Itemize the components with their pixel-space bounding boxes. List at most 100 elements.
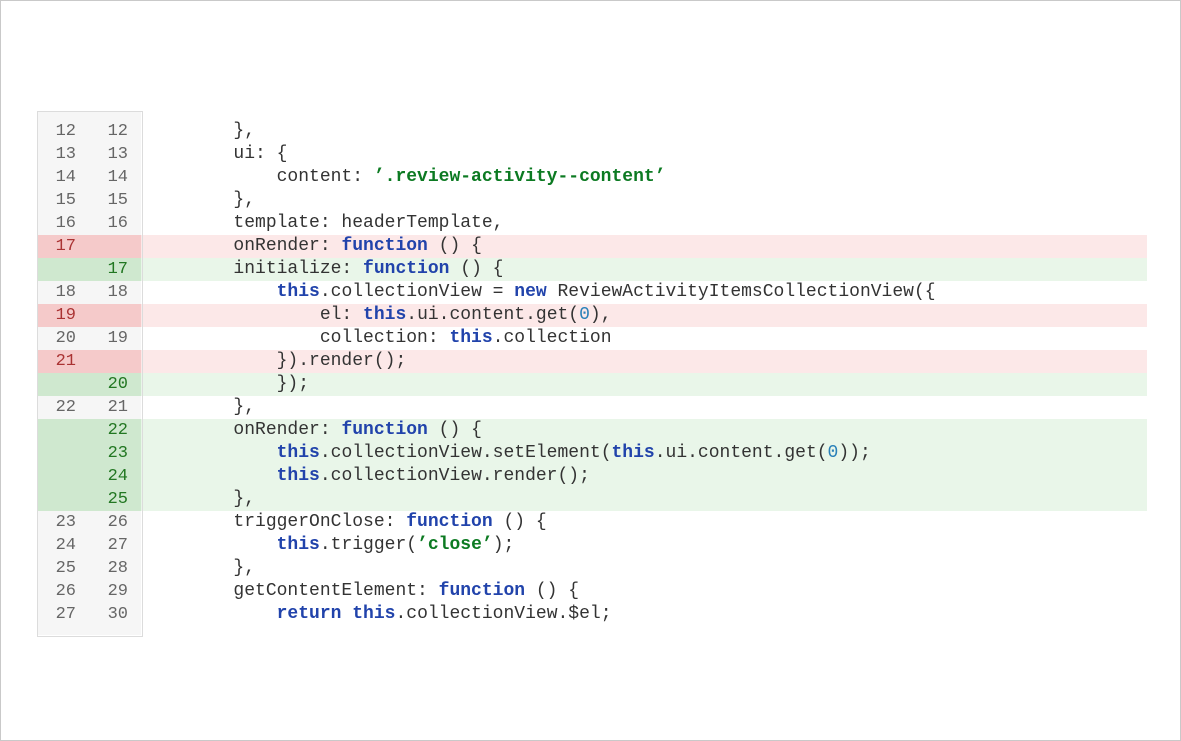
- diff-row-added: 25 },: [37, 488, 1147, 511]
- code-text: },: [147, 489, 256, 509]
- new-line-number: [89, 235, 141, 258]
- keyword-token: this: [449, 328, 493, 348]
- code-line: });: [141, 373, 1147, 396]
- code-text: },: [147, 558, 256, 578]
- keyword-token: this: [276, 466, 320, 486]
- code-text: () {: [427, 420, 482, 440]
- old-line-number: 27: [55, 605, 76, 624]
- code-line: el: this.ui.content.get(0),: [141, 304, 1147, 327]
- code-text: }).render();: [147, 351, 407, 371]
- diff-row-removed: 19 el: this.ui.content.get(0),: [37, 304, 1147, 327]
- old-line-number: [37, 465, 89, 488]
- code-text: ),: [589, 305, 612, 325]
- new-line-number: 13: [107, 145, 128, 164]
- keyword-token: function: [341, 420, 428, 440]
- old-line-number: 13: [55, 145, 76, 164]
- code-text: ReviewActivityItemsCollectionView({: [546, 282, 936, 302]
- code-line: onRender: function () {: [141, 419, 1147, 442]
- string-token: ’.review-activity--content’: [373, 167, 666, 187]
- code-text: [341, 604, 352, 624]
- code-line: this.collectionView.setElement(this.ui.c…: [141, 442, 1147, 465]
- new-line-number: 23: [89, 442, 141, 465]
- new-line-number: [89, 304, 141, 327]
- code-text: getContentElement:: [147, 581, 439, 601]
- code-text: [147, 282, 277, 302]
- number-token: 0: [579, 305, 590, 325]
- code-line: collection: this.collection: [141, 327, 1147, 350]
- old-line-number: 12: [55, 122, 76, 141]
- diff-row-added: 23 this.collectionView.setElement(this.u…: [37, 442, 1147, 465]
- number-token: 0: [827, 443, 839, 463]
- old-line-number: 22: [55, 398, 76, 417]
- code-text: ui: {: [147, 144, 288, 164]
- new-line-number: 27: [107, 536, 128, 555]
- new-line-number: [89, 350, 141, 373]
- new-line-number: 29: [107, 582, 128, 601]
- diff-row-removed: 21 }).render();: [37, 350, 1147, 373]
- old-line-number: [37, 373, 89, 396]
- old-line-number: 25: [55, 559, 76, 578]
- code-text: .trigger(: [319, 535, 418, 555]
- code-line: this.trigger(’close’);: [141, 534, 1147, 557]
- code-text: },: [147, 121, 256, 141]
- new-line-number: 28: [107, 559, 128, 578]
- diff-row-context: 25 28 },: [37, 557, 1147, 580]
- code-text: () {: [449, 259, 504, 279]
- code-text: onRender:: [147, 236, 342, 256]
- code-text: },: [147, 190, 256, 210]
- code-text: .collectionView.setElement(: [319, 443, 612, 463]
- new-line-number: 14: [107, 168, 128, 187]
- code-text: onRender:: [147, 420, 342, 440]
- diff-row-context: 23 26 triggerOnClose: function () {: [37, 511, 1147, 534]
- code-line: content: ’.review-activity--content’: [141, 166, 1147, 189]
- old-line-number: 16: [55, 214, 76, 233]
- code-text: () {: [492, 512, 547, 532]
- code-line: },: [141, 396, 1147, 419]
- diff-row-added: 24 this.collectionView.render();: [37, 465, 1147, 488]
- code-line: this.collectionView.render();: [141, 465, 1147, 488]
- keyword-token: this: [363, 305, 407, 325]
- code-text: el:: [147, 305, 364, 325]
- code-text: );: [492, 535, 515, 555]
- keyword-token: function: [438, 581, 526, 601]
- code-line: ui: {: [141, 143, 1147, 166]
- keyword-token: function: [341, 236, 428, 256]
- old-line-number: [37, 442, 89, 465]
- code-text: .collection: [492, 328, 612, 348]
- code-text: },: [147, 397, 256, 417]
- old-line-number: 17: [37, 235, 89, 258]
- code-text: .collectionView.$el;: [395, 604, 612, 624]
- code-text: .ui.content.get(: [654, 443, 828, 463]
- code-text: .collectionView =: [319, 282, 515, 302]
- keyword-token: this: [611, 443, 655, 463]
- new-line-number: 15: [107, 191, 128, 210]
- old-line-number: 21: [37, 350, 89, 373]
- diff-row-context: 22 21 },: [37, 396, 1147, 419]
- old-line-number: 23: [55, 513, 76, 532]
- new-line-number: 20: [89, 373, 141, 396]
- new-line-number: 17: [89, 258, 141, 281]
- code-line: },: [141, 120, 1147, 143]
- code-line: }).render();: [141, 350, 1147, 373]
- new-line-number: 12: [107, 122, 128, 141]
- code-line: triggerOnClose: function () {: [141, 511, 1147, 534]
- diff-row-added: 17 initialize: function () {: [37, 258, 1147, 281]
- code-text: ));: [838, 443, 871, 463]
- code-line: },: [141, 557, 1147, 580]
- code-text: content:: [147, 167, 374, 187]
- new-line-number: 21: [107, 398, 128, 417]
- code-line: },: [141, 189, 1147, 212]
- old-line-number: [37, 258, 89, 281]
- code-text: [147, 466, 277, 486]
- code-text: collection:: [147, 328, 450, 348]
- old-line-number: [37, 488, 89, 511]
- code-text: () {: [427, 236, 482, 256]
- new-line-number: 26: [107, 513, 128, 532]
